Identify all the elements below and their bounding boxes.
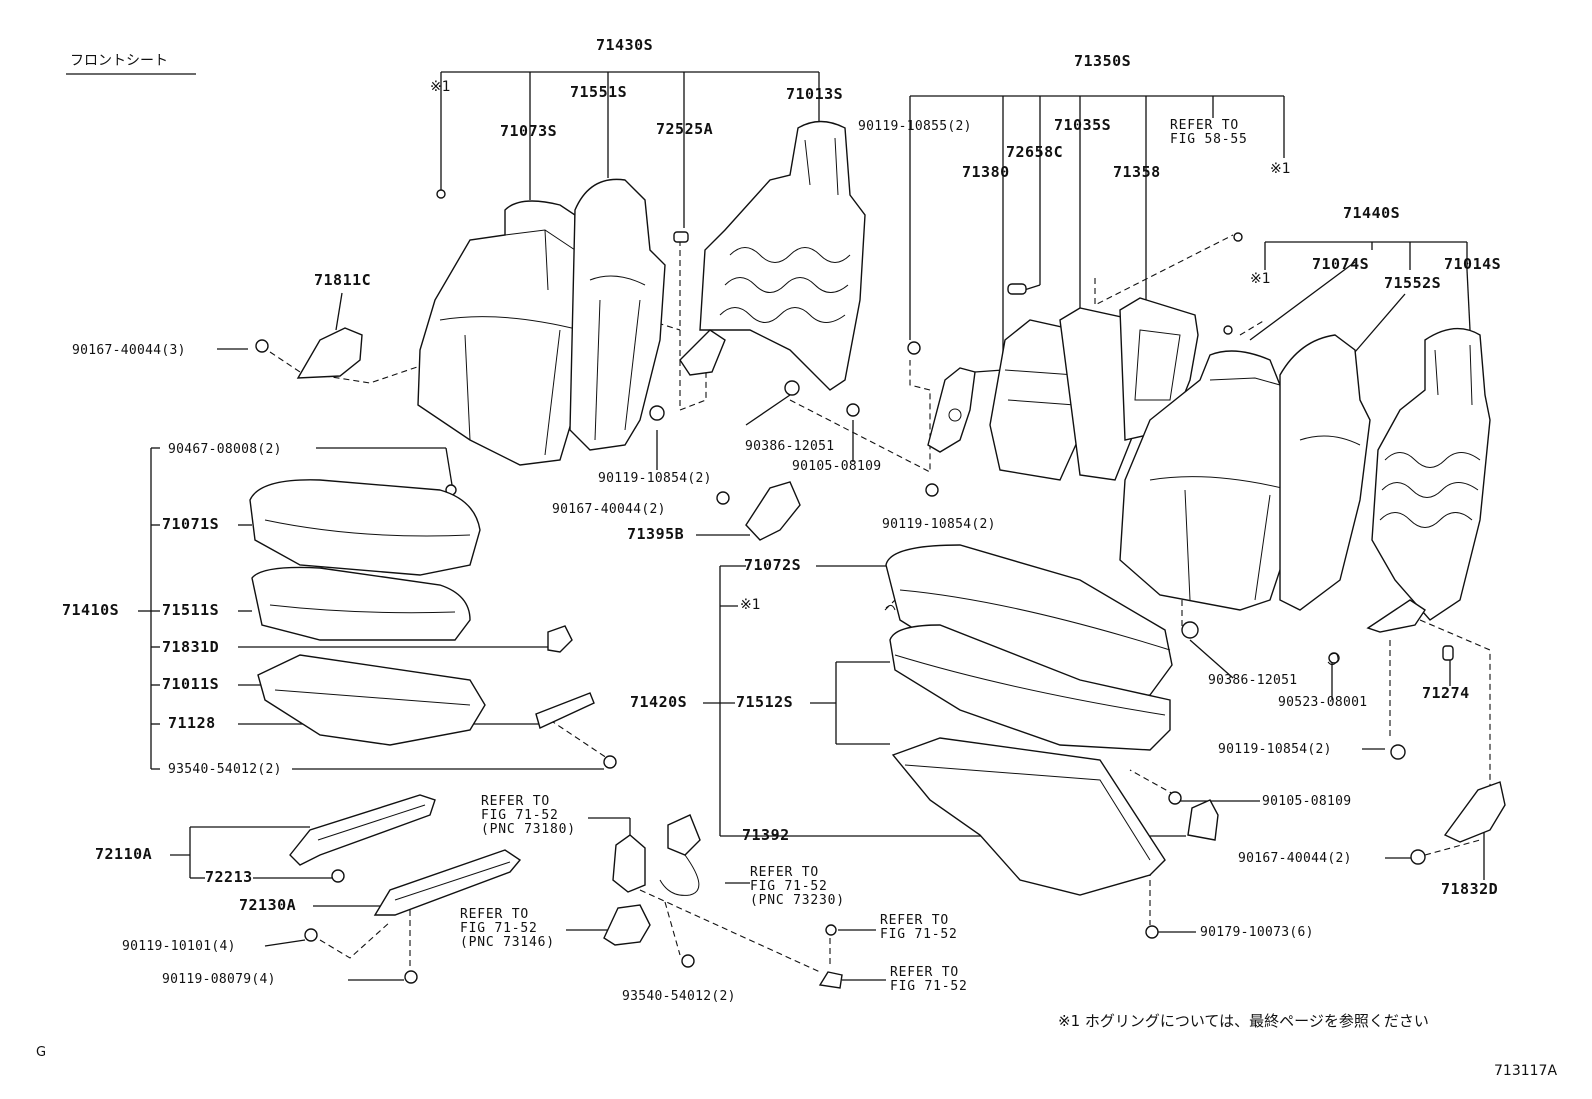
leader-71350S bbox=[909, 95, 1285, 370]
leader-71430S bbox=[440, 71, 820, 228]
figure-code: 713117A bbox=[1494, 1063, 1558, 1079]
label-71430S: 71430S bbox=[596, 36, 654, 54]
label-90105-08109-b: 90105-08109 bbox=[1262, 794, 1352, 809]
label-90386-12051-b: 90386-12051 bbox=[1208, 673, 1298, 688]
leader-lines bbox=[217, 190, 1485, 981]
label-71512S: 71512S bbox=[736, 693, 794, 711]
label-72213: 72213 bbox=[205, 868, 253, 886]
label-71350S: 71350S bbox=[1074, 52, 1132, 70]
label-90386-12051-a: 90386-12051 bbox=[745, 439, 835, 454]
label-90119-10855-2: 90119-10855(2) bbox=[858, 119, 972, 134]
hog-rings bbox=[885, 604, 1339, 666]
recliner-parts bbox=[603, 814, 843, 989]
label-93540-54012-2-a: 93540-54012(2) bbox=[168, 762, 282, 777]
label-71551S: 71551S bbox=[570, 83, 628, 101]
hog-ring-mark-4: ※1 bbox=[740, 597, 761, 613]
label-71511S: 71511S bbox=[162, 601, 220, 619]
label-90179-10073-6: 90179-10073(6) bbox=[1200, 925, 1314, 940]
label-90167-40044-2-a: 90167-40044(2) bbox=[552, 502, 666, 517]
label-71074S: 71074S bbox=[1312, 255, 1370, 273]
left-seatback-pad bbox=[569, 178, 666, 451]
label-71011S: 71011S bbox=[162, 675, 220, 693]
leader-71420S bbox=[703, 565, 746, 837]
label-71128: 71128 bbox=[168, 714, 216, 732]
label-71072S: 71072S bbox=[744, 556, 802, 574]
left-seatback-frame bbox=[679, 120, 866, 391]
label-71013S: 71013S bbox=[786, 85, 844, 103]
hog-ring-mark-1: ※1 bbox=[430, 79, 451, 95]
label-71420S: 71420S bbox=[630, 693, 688, 711]
label-90467-08008-2: 90467-08008(2) bbox=[168, 442, 282, 457]
refer-fig-71-52-pnc-73230: REFER TO FIG 71-52 (PNC 73230) bbox=[750, 865, 845, 908]
label-71071S: 71071S bbox=[162, 515, 220, 533]
label-72525A: 72525A bbox=[656, 120, 714, 138]
label-71274: 71274 bbox=[1422, 684, 1470, 702]
label-71831D: 71831D bbox=[162, 638, 220, 656]
part-72525A-clip bbox=[673, 231, 689, 243]
label-71380: 71380 bbox=[962, 163, 1010, 181]
left-seatback-cover bbox=[417, 200, 591, 466]
refer-fig-71-52-b: REFER TO FIG 71-52 bbox=[890, 965, 968, 994]
label-71832D: 71832D bbox=[1441, 880, 1499, 898]
label-71035S: 71035S bbox=[1054, 116, 1112, 134]
label-90119-10854-2-c: 90119-10854(2) bbox=[1218, 742, 1332, 757]
hog-ring-mark-3: ※1 bbox=[1250, 271, 1271, 287]
label-72110A: 72110A bbox=[95, 845, 153, 863]
leader-72110A bbox=[170, 826, 310, 879]
label-72658C: 72658C bbox=[1006, 143, 1064, 161]
page-title: フロントシート bbox=[70, 53, 168, 69]
label-71014S: 71014S bbox=[1444, 255, 1502, 273]
leader-71440S bbox=[1264, 241, 1468, 270]
leader-71410S bbox=[138, 447, 160, 770]
label-71440S: 71440S bbox=[1343, 204, 1401, 222]
label-90119-08079-4: 90119-08079(4) bbox=[162, 972, 276, 987]
label-90119-10101-4: 90119-10101(4) bbox=[122, 939, 236, 954]
label-71552S: 71552S bbox=[1384, 274, 1442, 292]
label-90167-40044-3: 90167-40044(3) bbox=[72, 343, 186, 358]
label-71392: 71392 bbox=[742, 826, 790, 844]
label-90119-10854-2-a: 90119-10854(2) bbox=[598, 471, 712, 486]
refer-fig-71-52-pnc-73146: REFER TO FIG 71-52 (PNC 73146) bbox=[460, 907, 555, 950]
right-seatback-71440S bbox=[1119, 327, 1506, 843]
label-90119-10854-2-b: 90119-10854(2) bbox=[882, 517, 996, 532]
leader-71512S bbox=[810, 661, 890, 745]
label-71395B: 71395B bbox=[627, 525, 685, 543]
seat-tracks bbox=[289, 794, 522, 916]
right-seat-cushion bbox=[885, 544, 1173, 896]
part-71811C-shape bbox=[296, 327, 363, 379]
hog-ring-mark-2: ※1 bbox=[1270, 161, 1291, 177]
label-90105-08109-a: 90105-08109 bbox=[792, 459, 882, 474]
label-93540-54012-2-b: 93540-54012(2) bbox=[622, 989, 736, 1004]
bolts bbox=[255, 189, 1426, 984]
left-seat-cushion bbox=[249, 479, 595, 746]
label-72130A: 72130A bbox=[239, 896, 297, 914]
corner-mark: G bbox=[36, 1045, 47, 1060]
footnote: ※1 ホグリングについては、最終ページを参照ください bbox=[1058, 1012, 1429, 1030]
label-90167-40044-2-b: 90167-40044(2) bbox=[1238, 851, 1352, 866]
refer-fig-71-52-pnc-73180: REFER TO FIG 71-52 (PNC 73180) bbox=[481, 794, 576, 837]
label-71358: 71358 bbox=[1113, 163, 1161, 181]
refer-fig-58-55: REFER TO FIG 58-55 bbox=[1170, 118, 1248, 147]
refer-fig-71-52-a: REFER TO FIG 71-52 bbox=[880, 913, 958, 942]
label-90523-08001: 90523-08001 bbox=[1278, 695, 1368, 710]
label-71073S: 71073S bbox=[500, 122, 558, 140]
label-71410S: 71410S bbox=[62, 601, 120, 619]
label-71811C: 71811C bbox=[314, 271, 372, 289]
